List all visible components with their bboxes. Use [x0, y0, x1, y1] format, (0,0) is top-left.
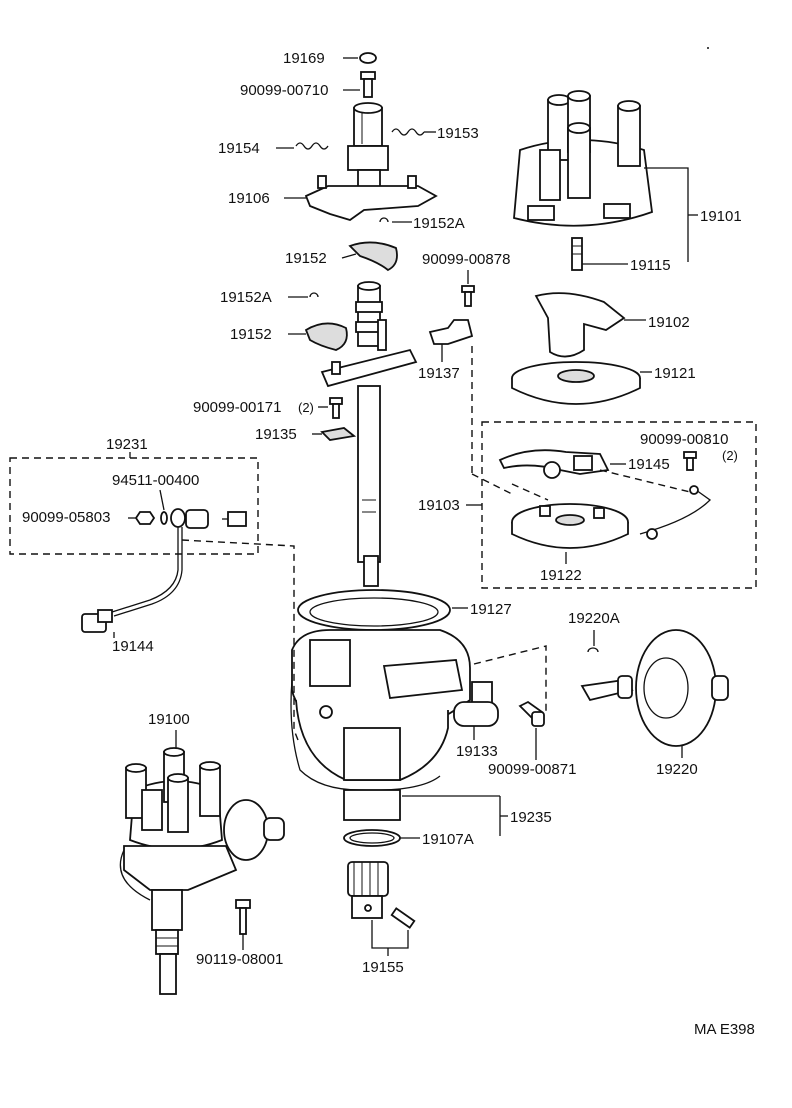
part-governor-sleeve [347, 102, 389, 189]
label-94511-00400: 94511-00400 [112, 472, 199, 489]
part-19154-spring [276, 142, 329, 150]
part-19235-bottom-housing [343, 789, 508, 836]
part-19231-connector-set [128, 508, 247, 529]
label-19101: 19101 [700, 208, 742, 225]
part-19107A-o-ring [343, 829, 420, 847]
part-19155-drive-gear [347, 861, 416, 956]
part-19121-dust-cover [511, 361, 652, 405]
part-main-shaft [320, 281, 418, 587]
label-19106: 19106 [228, 190, 270, 207]
part-90099-00171-screw [318, 397, 343, 419]
label-19100: 19100 [148, 711, 190, 728]
part-90119-08001-bolt [235, 899, 251, 950]
label-19152-mid: 19152 [230, 326, 272, 343]
label-19152-top: 19152 [285, 250, 327, 267]
part-19152A-clip-mid [288, 292, 319, 298]
part-19220-vacuum-advance [580, 629, 729, 758]
footer-code: MA E398 [694, 1021, 755, 1038]
label-19154: 19154 [218, 140, 260, 157]
label-19107A: 19107A [422, 831, 474, 848]
label-19155: 19155 [362, 959, 404, 976]
part-19152A-clip-top [379, 217, 412, 223]
label-19152A-mid: 19152A [220, 289, 272, 306]
part-90099-00871-screw [518, 700, 545, 760]
label-19220A: 19220A [568, 610, 620, 627]
label-90099-00171-qty: (2) [298, 400, 314, 415]
label-90099-00810: 90099-00810 [640, 431, 728, 448]
label-90099-00171: 90099-00171 [193, 399, 281, 416]
part-19145-contact-set [498, 449, 626, 479]
label-19121: 19121 [654, 365, 696, 382]
part-19133-vacuum-bracket [453, 681, 499, 740]
label-90099-00878: 90099-00878 [422, 251, 510, 268]
label-90099-00810-qty: (2) [722, 448, 738, 463]
label-19220: 19220 [656, 761, 698, 778]
label-90099-00710: 90099-00710 [240, 82, 328, 99]
part-19127-housing-ring [297, 589, 468, 631]
assembly-box-19231 [9, 457, 259, 555]
part-19152-weight-top [341, 241, 398, 272]
label-90119-08001: 90119-08001 [196, 951, 283, 968]
part-19122-breaker-plate [511, 503, 629, 564]
part-19106-governor-plate [284, 175, 438, 221]
part-19169-cap [343, 52, 377, 64]
label-19103: 19103 [418, 497, 460, 514]
part-19100-distributor-assembly [119, 747, 285, 995]
part-90099-00710-screw [343, 71, 376, 98]
part-19137-bracket [428, 319, 474, 362]
label-19122: 19122 [540, 567, 582, 584]
part-19152-weight-mid [288, 322, 348, 351]
label-19153: 19153 [437, 125, 479, 142]
label-19133: 19133 [456, 743, 498, 760]
label-19135: 19135 [255, 426, 297, 443]
part-19144-sensor-wire [81, 527, 183, 638]
label-19231: 19231 [106, 436, 148, 453]
label-19169: 19169 [283, 50, 325, 67]
part-19153-spring [391, 128, 436, 136]
label-90099-05803: 90099-05803 [22, 509, 110, 526]
part-90099-00878-screw [461, 270, 475, 307]
part-lead-wire [639, 485, 712, 540]
label-19144: 19144 [112, 638, 154, 655]
part-19220A-clip [587, 647, 599, 653]
part-19102-rotor [534, 292, 646, 358]
label-19137: 19137 [418, 365, 460, 382]
part-distributor-housing [290, 629, 471, 791]
part-90099-00810-screw [683, 451, 697, 471]
label-19145: 19145 [628, 456, 670, 473]
label-19102: 19102 [648, 314, 690, 331]
part-19135-pad [312, 427, 357, 441]
label-19235: 19235 [510, 809, 552, 826]
label-19127: 19127 [470, 601, 512, 618]
label-90099-00871: 90099-00871 [488, 761, 576, 778]
label-19115: 19115 [630, 257, 671, 274]
label-19152A-top: 19152A [413, 215, 465, 232]
part-19101-distributor-cap [513, 90, 653, 227]
part-19115-carbon-point [571, 237, 628, 271]
